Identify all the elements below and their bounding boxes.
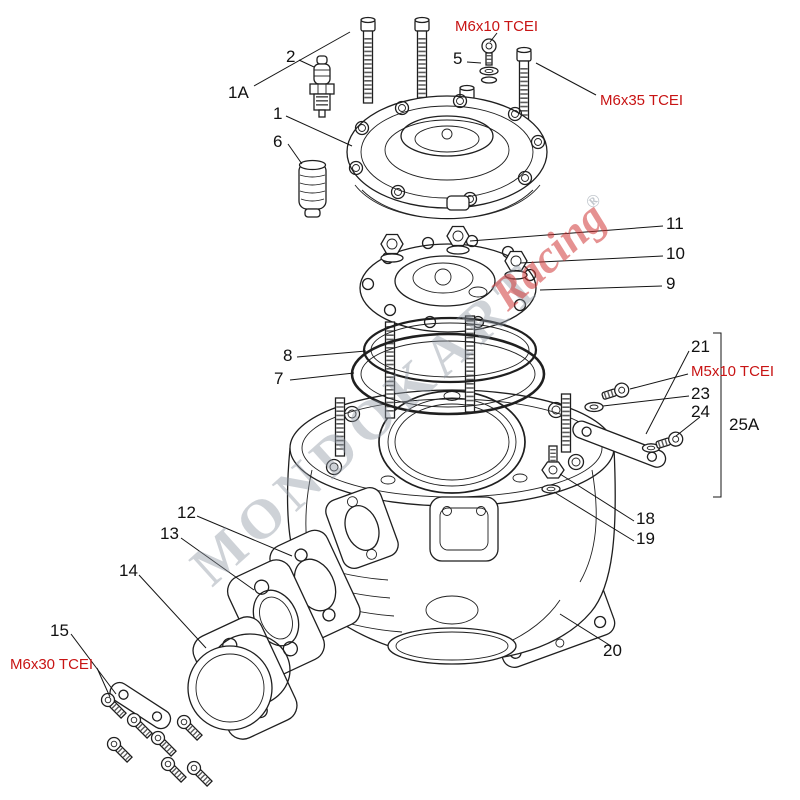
m6x10-screw-and-washers (479, 38, 499, 84)
callout-15: 15 (50, 621, 69, 640)
callout-11: 11 (666, 214, 684, 233)
washer-23 (584, 401, 604, 413)
callout-8: 8 (283, 346, 292, 365)
callout-2: 2 (286, 47, 295, 66)
callout-13: 13 (160, 524, 179, 543)
insert-nuts (380, 225, 528, 280)
spark-plug (309, 55, 335, 118)
o-ring-inner (350, 332, 546, 416)
head-insert (359, 225, 537, 333)
callout-6: 6 (273, 132, 282, 151)
callout-5: 5 (453, 49, 462, 68)
exhaust-port-flange (325, 486, 399, 570)
callout-21: 21 (691, 337, 710, 356)
washer-24 (641, 443, 661, 453)
bracket-25a (713, 332, 722, 498)
callout-20: 20 (603, 641, 622, 660)
callout-7: 7 (274, 369, 283, 388)
cylinder-block (286, 389, 616, 665)
callout-19: 19 (636, 529, 655, 548)
callout-labels: 1A 2 1 6 5 11 10 9 8 7 21 23 24 25A 18 1… (50, 47, 760, 660)
cylinder-head-cover (346, 93, 548, 220)
leader-lines (70, 31, 701, 698)
callout-12: 12 (177, 503, 196, 522)
callout-18: 18 (636, 509, 655, 528)
callout-1a: 1A (228, 83, 249, 102)
hardware-label-m6x30: M6x30 TCEI (10, 656, 93, 673)
callout-23: 23 (691, 384, 710, 403)
callout-24: 24 (691, 402, 710, 421)
hardware-label-m5x10: M5x10 TCEI (691, 363, 774, 380)
mounting-screws (100, 692, 213, 787)
callout-25a: 25A (729, 415, 760, 434)
head-cover-bolt-holes (348, 93, 546, 207)
hardware-label-m6x10: M6x10 TCEI (455, 18, 538, 35)
exhaust-spacer-14 (187, 616, 298, 740)
hardware-label-m6x35: M6x35 TCEI (600, 92, 683, 109)
side-stud-nut-washer (541, 445, 565, 494)
callout-14: 14 (119, 561, 138, 580)
rubber-plug (298, 159, 327, 218)
m5-screw (601, 382, 630, 400)
screw-24 (655, 431, 684, 449)
callout-9: 9 (666, 274, 675, 293)
callout-1: 1 (273, 104, 282, 123)
front-cover (429, 496, 499, 562)
insert-bolt-holes (361, 234, 537, 329)
callout-10: 10 (666, 244, 685, 263)
hardware-labels: M6x10 TCEI M6x35 TCEI M5x10 TCEI M6x30 T… (10, 18, 774, 673)
